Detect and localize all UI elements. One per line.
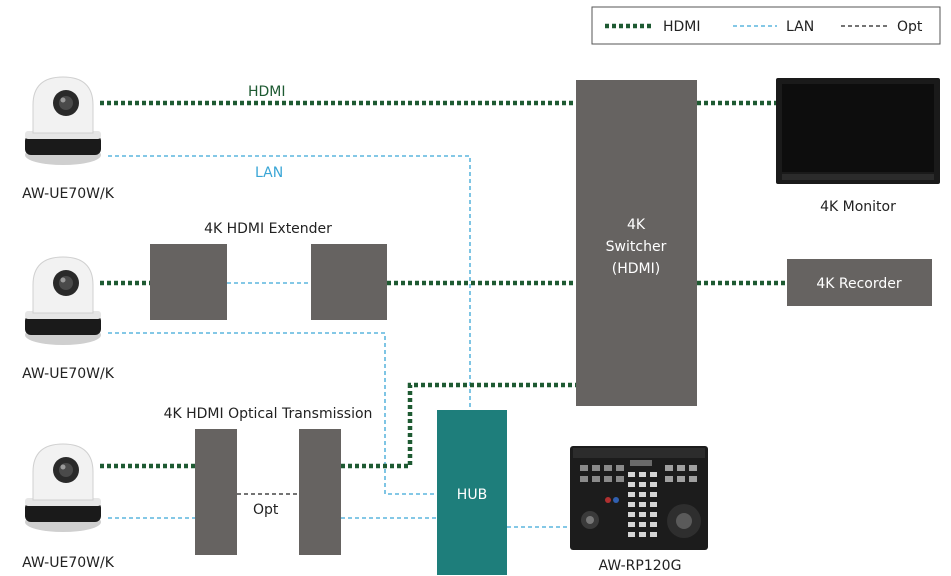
switcher-label-line-2: Switcher [606, 239, 667, 255]
hub-box [437, 410, 507, 575]
camera-1-icon [24, 76, 102, 166]
switcher-label-line-3: (HDMI) [612, 261, 660, 277]
lan-line-cam2-hub [108, 332, 437, 495]
monitor-label: 4K Monitor [820, 199, 896, 215]
connections [100, 100, 787, 528]
legend-frame [591, 6, 941, 45]
controller-icon [570, 446, 708, 550]
optical-receiver-box [299, 429, 341, 555]
hdmi-line-optical-switcher [341, 382, 576, 469]
recorder-box [787, 259, 932, 306]
recorder: 4K Recorder [787, 259, 932, 306]
monitor-screen [782, 84, 934, 172]
hub: HUB [437, 410, 507, 575]
recorder-label: 4K Recorder [816, 276, 902, 292]
camera-1: AW-UE70W/K [22, 76, 115, 202]
optical-transmission: 4K HDMI Optical Transmission [164, 406, 373, 555]
camera-3-icon [24, 443, 102, 533]
extender-title: 4K HDMI Extender [204, 221, 332, 237]
camera-2: AW-UE70W/K [22, 256, 115, 382]
camera-1-label: AW-UE70W/K [22, 186, 115, 202]
camera-3: AW-UE70W/K [22, 443, 115, 571]
hdmi-line-label: HDMI [248, 84, 286, 100]
extender-transmitter-box [150, 244, 227, 320]
monitor-control-strip [782, 174, 934, 180]
legend-opt-label: Opt [897, 19, 923, 35]
legend: HDMI LAN Opt [591, 6, 941, 45]
controller-label: AW-RP120G [599, 558, 682, 574]
legend-hdmi-label: HDMI [663, 19, 701, 35]
optical-transmitter-box [195, 429, 237, 555]
camera-3-label: AW-UE70W/K [22, 555, 115, 571]
switcher-label-line-1: 4K [627, 217, 646, 233]
camera-2-label: AW-UE70W/K [22, 366, 115, 382]
monitor: 4K Monitor [776, 78, 940, 215]
lan-line-cam1-hub [108, 155, 471, 410]
hdmi-extender: 4K HDMI Extender [150, 221, 387, 320]
lan-line-label: LAN [255, 165, 283, 181]
extender-receiver-box [311, 244, 387, 320]
legend-lan-label: LAN [786, 19, 814, 35]
camera-2-icon [24, 256, 102, 346]
switcher-box [576, 80, 697, 406]
controller: AW-RP120G [570, 446, 708, 574]
optical-title: 4K HDMI Optical Transmission [164, 406, 373, 422]
hub-label: HUB [457, 487, 487, 503]
opt-line-label: Opt [253, 502, 279, 518]
switcher: 4K Switcher (HDMI) [576, 80, 697, 406]
